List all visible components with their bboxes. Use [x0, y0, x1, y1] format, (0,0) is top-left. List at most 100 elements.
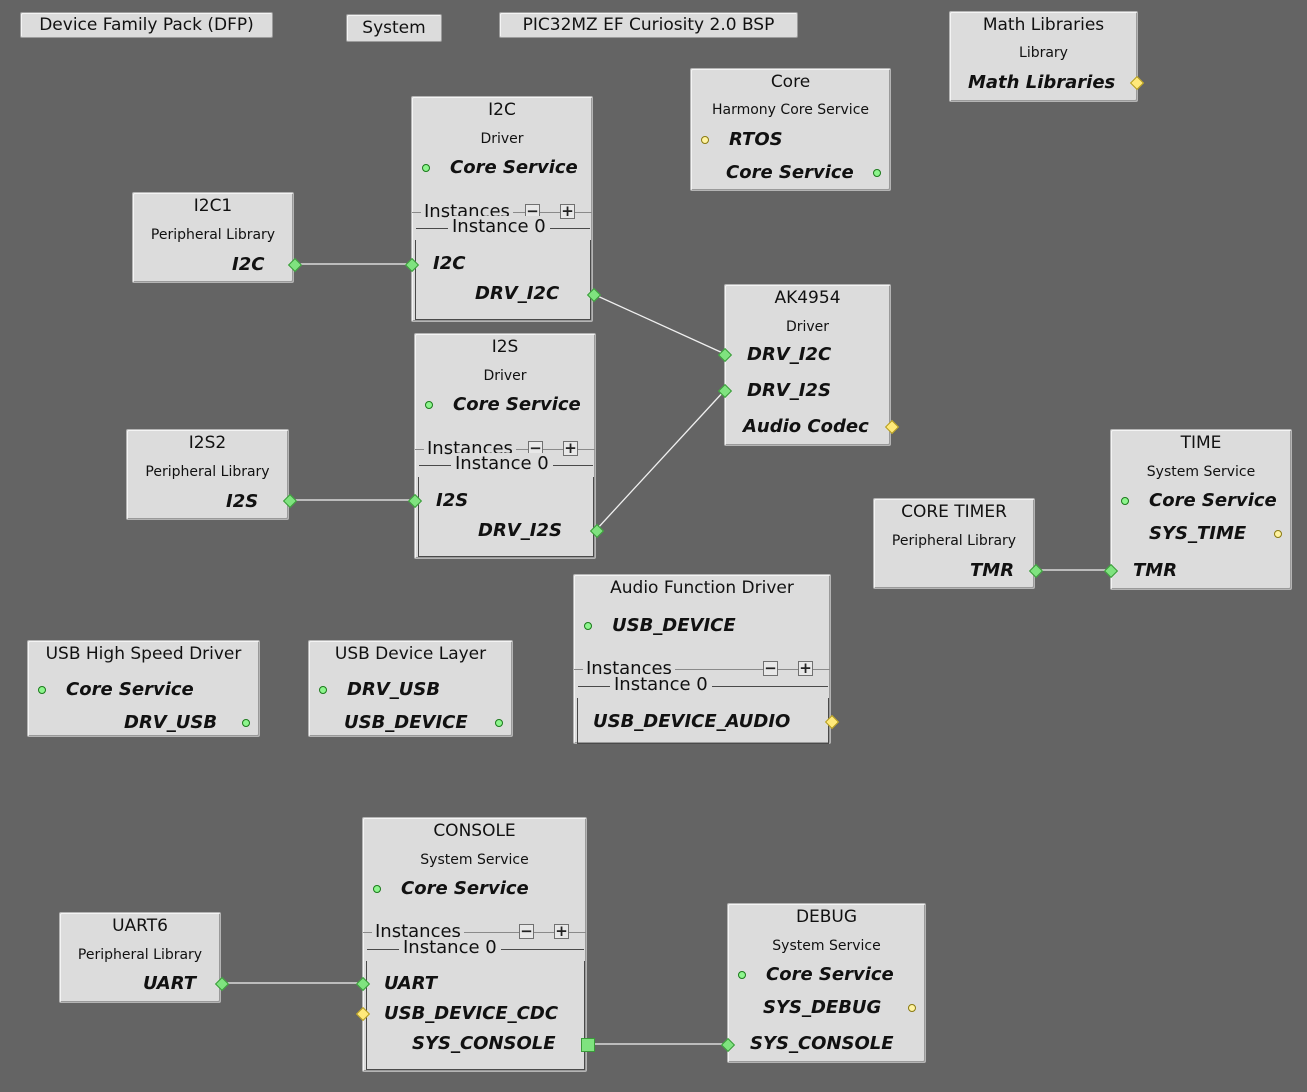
node-title: Math Libraries	[982, 15, 1105, 35]
math-libraries-port[interactable]	[1129, 75, 1145, 91]
remove-instance-button[interactable]: −	[519, 922, 534, 940]
tmr-out-label: TMR	[970, 560, 1015, 581]
instance-0-label: Instance 0	[451, 453, 553, 475]
add-instance-button[interactable]: +	[560, 202, 575, 220]
ak4954-node[interactable]: AK4954 Driver DRV_I2C DRV_I2S Audio Code…	[717, 284, 900, 446]
node-title: I2S2	[188, 433, 227, 453]
usb-device-out-port[interactable]	[495, 719, 503, 727]
sys-console-out-label: SYS_CONSOLE	[412, 1033, 556, 1054]
bsp-tab[interactable]: PIC32MZ EF Curiosity 2.0 BSP	[499, 12, 798, 38]
drv-usb-in-label: DRV_USB	[347, 679, 441, 700]
console-node[interactable]: CONSOLE System Service Core Service Inst…	[355, 817, 595, 1072]
i2s2-plib-node[interactable]: I2S2 Peripheral Library I2S	[126, 429, 298, 520]
node-subtitle: System Service	[772, 938, 881, 954]
drv-i2s-out-label: DRV_I2S	[478, 520, 562, 541]
node-subtitle: Driver	[480, 131, 524, 147]
i2s-driver-node[interactable]: I2S Driver Core Service Instances − + In…	[407, 333, 605, 559]
core-timer-node[interactable]: CORE TIMER Peripheral Library TMR	[873, 498, 1044, 589]
node-subtitle: Peripheral Library	[145, 464, 270, 480]
usb-high-speed-driver-node[interactable]: USB High Speed Driver Core Service DRV_U…	[27, 640, 260, 737]
instance-0-group: Instance 0	[415, 216, 591, 320]
instance-0-label: Instance 0	[399, 937, 501, 959]
i2s-in-label: I2S	[436, 490, 469, 511]
node-title: I2C	[488, 100, 516, 120]
instance-0-group: Instance 0	[366, 937, 585, 1070]
core-service-port-label: Core Service	[453, 394, 581, 415]
audio-function-driver-node[interactable]: Audio Function Driver USB_DEVICE Instanc…	[573, 574, 840, 744]
audio-codec-label: Audio Codec	[743, 416, 869, 437]
drv-i2s-in-label: DRV_I2S	[747, 380, 831, 401]
drv-i2c-out-label: DRV_I2C	[475, 283, 560, 304]
debug-node[interactable]: DEBUG System Service Core Service SYS_DE…	[720, 903, 926, 1063]
core-service-port-label: Core Service	[66, 679, 194, 700]
drv-i2c-in-port[interactable]	[717, 347, 733, 363]
sys-time-label: SYS_TIME	[1149, 523, 1247, 544]
node-subtitle: Peripheral Library	[891, 533, 1017, 549]
rtos-port[interactable]	[701, 136, 709, 144]
uart6-plib-node[interactable]: UART6 Peripheral Library UART	[59, 912, 230, 1003]
node-title: Audio Function Driver	[610, 578, 794, 598]
node-title: CORE TIMER	[901, 502, 1007, 522]
node-subtitle: System Service	[1146, 464, 1256, 480]
node-subtitle: Driver	[483, 368, 527, 384]
tmr-in-label: TMR	[1133, 560, 1178, 581]
core-service-port[interactable]	[425, 401, 433, 409]
sys-debug-label: SYS_DEBUG	[763, 997, 882, 1018]
node-title: USB High Speed Driver	[45, 644, 242, 664]
node-subtitle: System Service	[420, 852, 529, 868]
math-libraries-node[interactable]: Math Libraries Library Math Libraries	[949, 11, 1145, 102]
usb-device-cdc-label: USB_DEVICE_CDC	[384, 1003, 559, 1024]
core-service-port[interactable]	[422, 164, 430, 172]
tmr-out-port[interactable]	[1028, 563, 1044, 579]
i2c1-plib-node[interactable]: I2C1 Peripheral Library I2C	[132, 192, 303, 283]
node-title: TIME	[1180, 433, 1222, 453]
node-title: I2S	[491, 337, 519, 357]
core-service-port[interactable]	[873, 169, 881, 177]
sys-time-port[interactable]	[1274, 530, 1282, 538]
core-service-port-label: Core Service	[1149, 490, 1277, 511]
tmr-in-port[interactable]	[1103, 563, 1119, 579]
core-service-port-label: Core Service	[726, 162, 854, 183]
drv-usb-in-port[interactable]	[319, 686, 327, 694]
core-service-port[interactable]	[373, 885, 381, 893]
i2c-driver-node[interactable]: I2C Driver Core Service Instances − + In…	[404, 96, 602, 322]
instance-0-group: Instance 0	[577, 674, 829, 744]
audio-codec-port[interactable]	[884, 419, 900, 435]
rtos-port-label: RTOS	[729, 129, 783, 150]
core-service-port[interactable]	[38, 686, 46, 694]
i2c-out-port[interactable]	[287, 257, 303, 273]
core-node[interactable]: Core Harmony Core Service RTOS Core Serv…	[690, 68, 891, 191]
sys-console-in-port[interactable]	[720, 1037, 736, 1053]
i2c-out-label: I2C	[232, 254, 265, 275]
time-node[interactable]: TIME System Service Core Service SYS_TIM…	[1103, 429, 1292, 590]
uart-out-port[interactable]	[214, 976, 230, 992]
add-instance-button[interactable]: +	[563, 439, 578, 457]
wire-i2c-ak4954	[592, 293, 726, 355]
core-service-port[interactable]	[738, 971, 746, 979]
usb-device-port[interactable]	[584, 622, 592, 630]
i2s-out-port[interactable]	[282, 493, 298, 509]
system-tab[interactable]: System	[346, 14, 442, 42]
sys-console-out-port[interactable]	[581, 1038, 595, 1052]
sys-debug-port[interactable]	[908, 1004, 916, 1012]
i2c-in-label: I2C	[433, 253, 466, 274]
node-subtitle: Peripheral Library	[150, 227, 276, 243]
instance-0-label: Instance 0	[610, 674, 712, 696]
core-service-port-label: Core Service	[450, 157, 578, 178]
usb-device-layer-node[interactable]: USB Device Layer DRV_USB USB_DEVICE	[308, 640, 513, 737]
drv-i2s-in-port[interactable]	[717, 383, 733, 399]
remove-instance-button[interactable]: −	[525, 202, 540, 220]
usb-device-port-label: USB_DEVICE	[612, 615, 736, 636]
core-service-port-label: Core Service	[401, 878, 529, 899]
node-title: USB Device Layer	[334, 644, 487, 664]
usb-device-out-label: USB_DEVICE	[344, 712, 468, 733]
node-subtitle: Library	[1019, 45, 1068, 61]
node-subtitle: Peripheral Library	[77, 947, 203, 963]
add-instance-button[interactable]: +	[554, 922, 569, 940]
drv-usb-out-port[interactable]	[242, 719, 250, 727]
remove-instance-button[interactable]: −	[763, 659, 778, 677]
core-service-port[interactable]	[1121, 497, 1129, 505]
add-instance-button[interactable]: +	[798, 659, 813, 677]
dfp-tab[interactable]: Device Family Pack (DFP)	[20, 12, 273, 38]
node-subtitle: Driver	[785, 319, 830, 335]
